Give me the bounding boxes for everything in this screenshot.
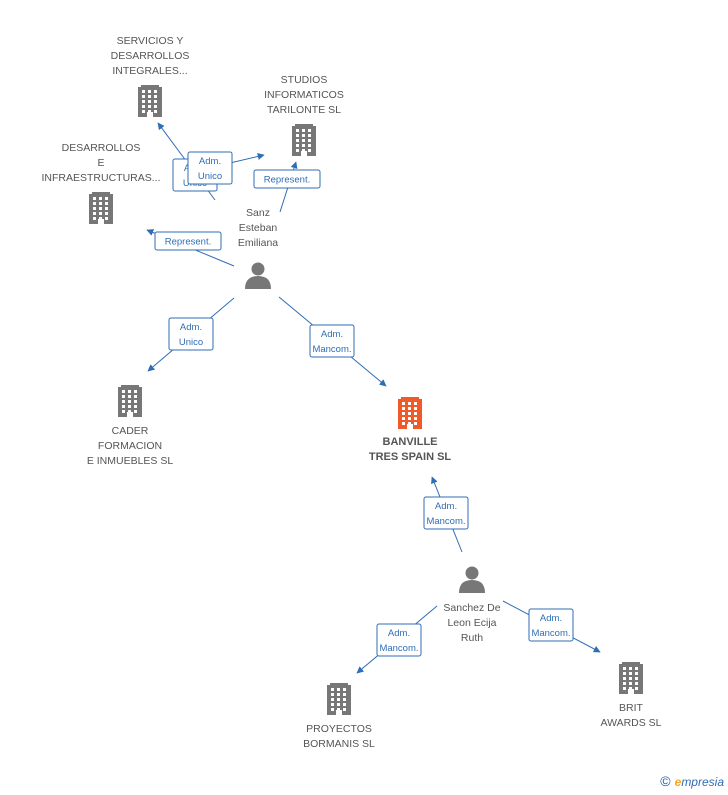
building-icon [327,683,351,715]
brand-name: mpresia [681,775,724,789]
node-proyectos[interactable]: PROYECTOS BORMANIS SL [303,683,375,750]
copyright-icon: © [660,773,671,789]
edge-label-text: Mancom. [379,643,418,654]
edge-label-text: Represent. [264,175,310,186]
node-brit[interactable]: BRIT AWARDS SL [600,662,662,729]
node-label-sanchez: Sanchez De [443,602,500,614]
node-label-sanz: Sanz [246,207,270,219]
node-label-desarrollos: E [97,157,104,169]
edge-label-text: Adm. [435,501,457,512]
node-label-sanchez: Leon Ecija [447,617,496,629]
node-label-studios: STUDIOS [281,74,328,86]
edge-label-sanz-banville[interactable]: Adm. Mancom. [309,324,355,358]
node-label-brit: AWARDS SL [600,717,661,729]
node-label-proyectos: PROYECTOS [306,723,372,735]
edge-label-text: Adm. [199,156,221,167]
node-banville[interactable]: BANVILLE TRES SPAIN SL [369,397,452,463]
edge-label-sanz-studios[interactable]: Adm. Unico [187,151,233,185]
edge-labels-layer: Adm.UnicoAdm.UnicoRepresent.Represent.Ad… [154,151,574,657]
building-icon [619,662,643,694]
edge-label-sanz-cader[interactable]: Adm. Unico [168,317,214,351]
edge-label-sanchez-banville[interactable]: Adm. Mancom. [423,496,469,530]
node-label-banville: BANVILLE [383,436,438,448]
node-label-sanchez: Ruth [461,632,483,644]
node-label-desarrollos: INFRAESTRUCTURAS... [41,172,160,184]
brand-initial: e [674,775,682,789]
node-label-proyectos: BORMANIS SL [303,738,375,750]
node-label-servicios: INTEGRALES... [112,65,187,77]
edge-label-text: Adm. [540,613,562,624]
nodes-layer: SERVICIOS Y DESARROLLOS INTEGRALES... STUDI… [41,35,661,750]
node-label-servicios: DESARROLLOS [111,50,190,62]
node-label-studios: TARILONTE SL [267,104,341,116]
node-label-cader: CADER [112,425,149,437]
node-label-cader: FORMACION [98,440,162,452]
building-icon [118,385,142,417]
node-cader[interactable]: CADER FORMACION E INMUEBLES SL [87,385,174,467]
node-label-sanz: Emiliana [238,237,278,249]
edge-label-text: Adm. [321,329,343,340]
edges-layer [146,122,601,674]
node-label-servicios: SERVICIOS Y [117,35,184,47]
edge-label-text: Mancom. [426,516,465,527]
building-icon [89,192,113,224]
node-label-desarrollos: DESARROLLOS [62,142,141,154]
building-icon [292,124,316,156]
edge-label-sanchez-proyectos[interactable]: Adm. Mancom. [376,623,422,657]
edge-label-sanz-desarrollos[interactable]: Represent. [154,231,222,251]
node-servicios[interactable]: SERVICIOS Y DESARROLLOS INTEGRALES... [111,35,190,117]
edge-label-text: Mancom. [531,628,570,639]
node-desarrollos[interactable]: DESARROLLOS E INFRAESTRUCTURAS... [41,142,161,224]
node-label-studios: INFORMATICOS [264,89,344,101]
edge-label-text: Adm. [180,322,202,333]
node-label-brit: BRIT [619,702,644,714]
building-icon [138,85,162,117]
node-label-banville: TRES SPAIN SL [369,451,452,463]
edge-label-text: Adm. [388,628,410,639]
building-icon [398,397,422,429]
edge-label-sanchez-brit[interactable]: Adm. Mancom. [528,608,574,642]
edge-label-text: Unico [198,171,222,182]
edge-label-text: Mancom. [312,344,351,355]
node-label-sanz: Esteban [239,222,278,234]
edge-label-sanz-studios[interactable]: Represent. [253,169,321,189]
edge-label-text: Unico [179,337,203,348]
person-icon [459,566,485,593]
node-label-cader: E INMUEBLES SL [87,455,174,467]
brand-watermark: ©empresia [660,773,724,789]
edge-label-text: Represent. [165,237,211,248]
person-icon [245,262,271,289]
node-studios[interactable]: STUDIOS INFORMATICOS TARILONTE SL [264,74,344,156]
